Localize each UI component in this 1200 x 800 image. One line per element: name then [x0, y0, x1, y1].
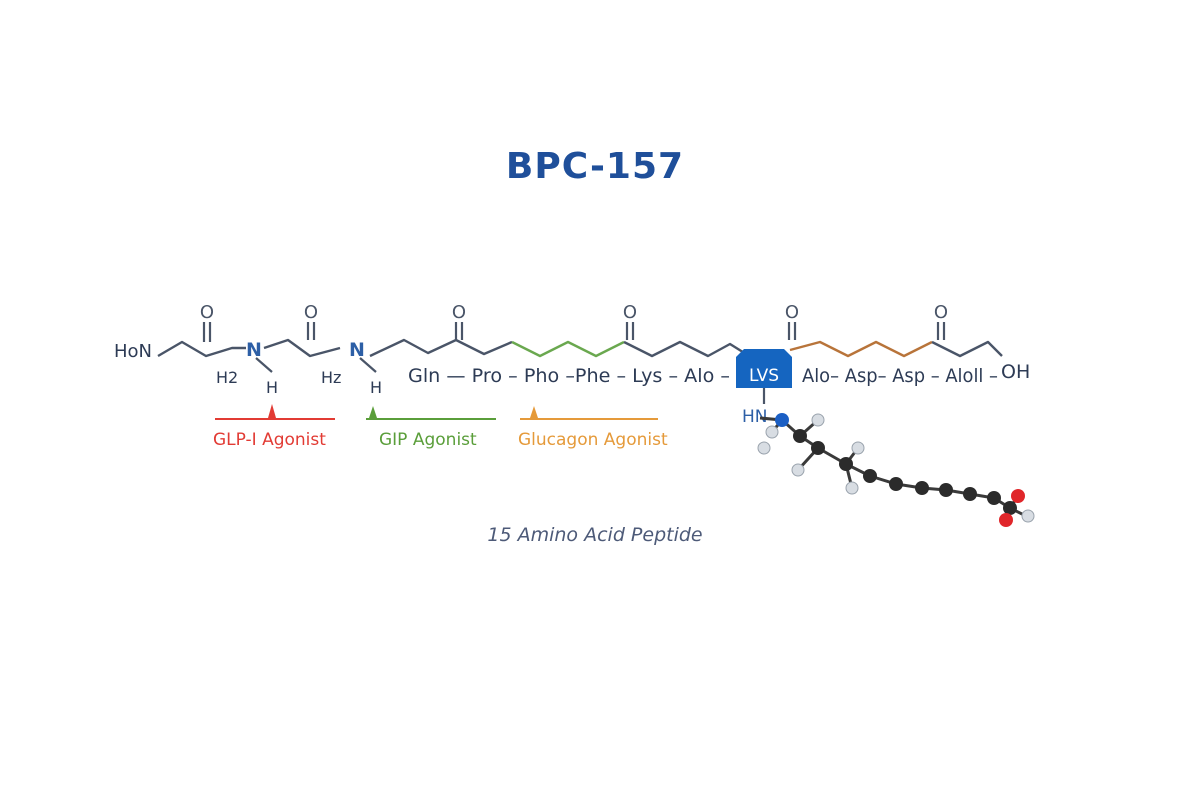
c-terminus-label: OH [1001, 361, 1030, 383]
atom-carbon [793, 429, 807, 443]
atom-carbon [987, 491, 1001, 505]
oxygen-label-3: O [452, 302, 466, 323]
oxygen-label-2: O [304, 302, 318, 323]
label-glucagon-agonist: Glucagon Agonist [518, 430, 668, 450]
sequence-right: Alo– Asp– Asp – Aloll – [802, 365, 998, 387]
backbone-segment-1 [157, 340, 246, 358]
atom-carbon [1003, 501, 1017, 515]
atom-hydrogen [791, 463, 805, 477]
label-gip-agonist: GIP Agonist [379, 430, 477, 450]
diagram-caption: 15 Amino Acid Peptide [487, 524, 703, 546]
h-sub-label-2: Hz [321, 368, 341, 387]
backbone-segment-green [511, 340, 625, 358]
oxygen-label-6: O [934, 302, 948, 323]
nh-bond-1 [255, 357, 273, 373]
nh-bond-2 [359, 357, 377, 373]
hydrogen-label-1: H [266, 378, 278, 397]
atom-carbon [939, 483, 953, 497]
atom-carbon [839, 457, 853, 471]
n-terminus-label: HoN [114, 341, 152, 362]
backbone-segment-4 [623, 340, 747, 358]
atom-oxygen [1011, 489, 1025, 503]
atom-carbon [963, 487, 977, 501]
backbone-segment-2 [263, 338, 341, 358]
oxygen-label-1: O [200, 302, 214, 323]
atom-hydrogen [765, 425, 779, 439]
oxygen-label-5: O [785, 302, 799, 323]
carbonyl-bonds [202, 322, 946, 342]
h-sub-label-1: H2 [216, 368, 238, 387]
glp1-marker-arrow [268, 404, 276, 418]
atom-carbon [811, 441, 825, 455]
glucagon-marker-arrow [530, 406, 538, 418]
label-glp1-agonist: GLP-I Agonist [213, 430, 326, 450]
atom-carbon [889, 477, 903, 491]
atom-oxygen [999, 513, 1013, 527]
atom-hydrogen [1021, 509, 1035, 523]
atom-carbon [915, 481, 929, 495]
sequence-left: Gln — Pro – Pho –Phe – Lys – Alo – [408, 365, 730, 387]
atom-carbon [863, 469, 877, 483]
highlight-box [736, 349, 792, 388]
oxygen-label-4: O [623, 302, 637, 323]
hydrogen-label-2: H [370, 378, 382, 397]
backbone-segment-3 [369, 338, 513, 358]
highlight-residue: LVS [749, 366, 779, 386]
nitrogen-label-2: N [349, 339, 365, 361]
backbone-segment-brown [789, 340, 933, 358]
fatty-acid-molecule [757, 413, 1035, 527]
nitrogen-label-1: N [246, 339, 262, 361]
side-chain-amine: HN [742, 407, 768, 427]
diagram-title: BPC-157 [505, 146, 685, 187]
atom-nitrogen [775, 413, 789, 427]
atom-hydrogen [811, 413, 825, 427]
backbone-segment-5 [931, 340, 1003, 358]
atom-hydrogen [757, 441, 771, 455]
atom-hydrogen [851, 441, 865, 455]
atom-hydrogen [845, 481, 859, 495]
gip-marker-arrow [369, 406, 377, 418]
